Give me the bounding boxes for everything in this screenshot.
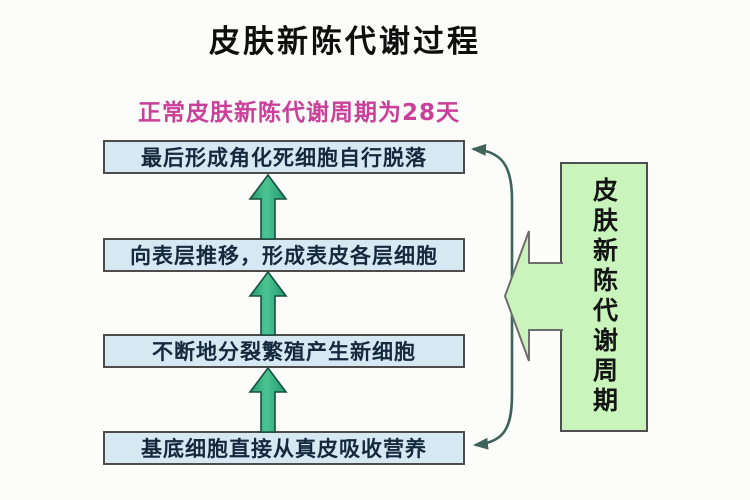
flow-step-label: 向表层推移，形成表皮各层细胞: [130, 244, 438, 268]
page-title: 皮肤新陈代谢过程: [209, 24, 481, 60]
flow-step-migration: 向表层推移，形成表皮各层细胞: [103, 238, 465, 272]
flow-step-label: 最后形成角化死细胞自行脱落: [141, 146, 427, 170]
up-arrow-icon: [248, 366, 288, 433]
left-block-arrow-icon: [503, 230, 563, 362]
flow-step-division: 不断地分裂繁殖产生新细胞: [103, 334, 465, 368]
up-arrow-icon: [248, 173, 288, 240]
flow-step-shedding: 最后形成角化死细胞自行脱落: [103, 140, 465, 174]
up-arrow-icon: [248, 270, 288, 336]
cycle-duration-caption: 正常皮肤新陈代谢周期为28天: [138, 100, 461, 126]
cycle-bracket-arrow-icon: [471, 143, 514, 450]
flow-step-nutrition: 基底细胞直接从真皮吸收营养: [103, 431, 465, 465]
flow-step-label: 基底细胞直接从真皮吸收营养: [141, 437, 427, 461]
cycle-label-box: 皮肤新陈代谢周期: [560, 162, 648, 432]
flow-step-label: 不断地分裂繁殖产生新细胞: [152, 340, 416, 364]
cycle-label: 皮肤新陈代谢周期: [589, 177, 619, 417]
